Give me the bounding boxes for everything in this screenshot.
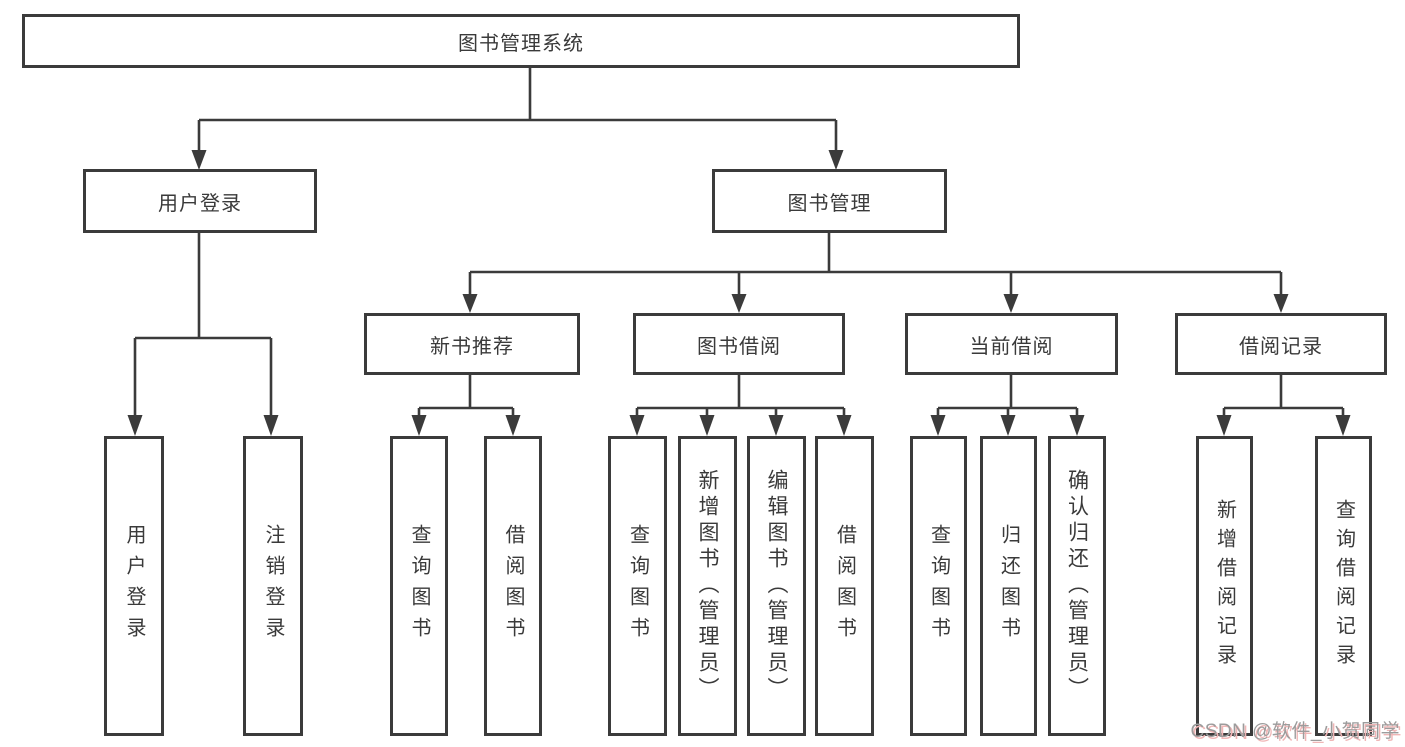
node-label: 用户登录 <box>158 192 242 215</box>
leaf-query-books-recommend: 查询图书 <box>390 436 448 736</box>
leaf-label: 查询图书 <box>927 524 950 648</box>
leaf-logout: 注销登录 <box>243 436 303 736</box>
leaf-label: 新增借阅记录 <box>1213 499 1236 673</box>
leaf-add-book-admin: 新增图书（管理员） <box>678 436 737 736</box>
leaf-label: 注销登录 <box>262 524 284 648</box>
leaf-confirm-return-admin: 确认归还（管理员） <box>1048 436 1106 736</box>
node-current-borrowing: 当前借阅 <box>905 313 1118 375</box>
node-label: 新书推荐 <box>430 335 514 358</box>
csdn-watermark: CSDN @软件_小贺同学 <box>1190 721 1400 742</box>
node-library-system: 图书管理系统 <box>22 14 1020 68</box>
connector-new-book-children <box>411 375 521 436</box>
node-label: 当前借阅 <box>969 335 1054 358</box>
leaf-label: 新增图书（管理员） <box>696 469 719 703</box>
connector-current-borrow-children <box>930 375 1085 436</box>
node-label: 借阅记录 <box>1239 335 1323 358</box>
leaf-label: 查询借阅记录 <box>1332 499 1355 673</box>
node-new-book-recommendation: 新书推荐 <box>364 313 580 375</box>
node-label: 图书管理系统 <box>458 32 584 55</box>
leaf-borrow-books-recommend: 借阅图书 <box>484 436 542 736</box>
leaf-borrow-books: 借阅图书 <box>815 436 874 736</box>
leaf-user-login: 用户登录 <box>104 436 164 736</box>
leaf-return-book: 归还图书 <box>980 436 1037 736</box>
connector-book-management-children <box>462 233 1289 313</box>
leaf-label: 查询图书 <box>626 524 649 648</box>
connector-user-login-children <box>127 233 279 436</box>
node-book-management: 图书管理 <box>712 169 947 233</box>
connector-root-to-level2 <box>191 68 844 170</box>
node-label: 图书借阅 <box>697 335 781 358</box>
leaf-label: 用户登录 <box>123 524 145 648</box>
node-label: 图书管理 <box>787 192 872 215</box>
leaf-query-borrow-record: 查询借阅记录 <box>1315 436 1372 736</box>
node-book-borrowing: 图书借阅 <box>633 313 845 375</box>
node-borrowing-records: 借阅记录 <box>1175 313 1387 375</box>
connector-borrow-records-children <box>1216 375 1351 436</box>
connector-book-borrow-children <box>629 375 852 436</box>
leaf-add-borrow-record: 新增借阅记录 <box>1196 436 1253 736</box>
leaf-label: 借阅图书 <box>833 524 856 648</box>
leaf-label: 确认归还（管理员） <box>1065 469 1089 703</box>
leaf-edit-book-admin: 编辑图书（管理员） <box>747 436 806 736</box>
leaf-label: 编辑图书（管理员） <box>765 469 788 703</box>
node-user-login: 用户登录 <box>83 169 317 233</box>
leaf-label: 归还图书 <box>997 524 1020 648</box>
leaf-query-books-current: 查询图书 <box>910 436 967 736</box>
leaf-label: 查询图书 <box>408 524 430 648</box>
leaf-label: 借阅图书 <box>502 524 524 648</box>
leaf-query-books-borrow: 查询图书 <box>608 436 667 736</box>
